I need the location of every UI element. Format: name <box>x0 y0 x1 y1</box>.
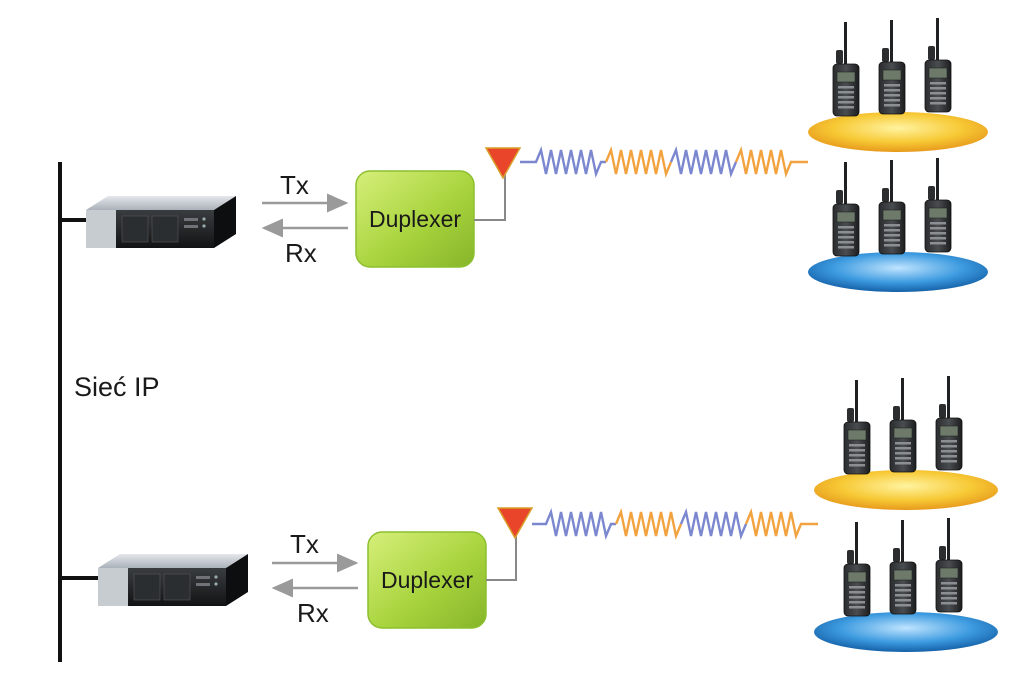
tx-label: Tx <box>290 529 319 559</box>
radio-handset-icon <box>878 19 906 115</box>
rf-wave-segment <box>734 145 808 179</box>
duplexer-label: Duplexer <box>381 567 473 593</box>
radio-handset-icon <box>878 159 906 255</box>
rf-wave-segment <box>679 507 748 541</box>
site-1 <box>85 17 988 292</box>
radio-handset-icon <box>889 377 917 473</box>
rx-label: Rx <box>285 238 317 268</box>
radio-handset-icon <box>889 519 917 615</box>
talk-group-blue <box>808 157 988 292</box>
rf-wave-segment <box>604 145 673 179</box>
radio-handset-icon <box>935 375 963 471</box>
talk-group-disc <box>814 612 998 652</box>
antenna-icon <box>484 147 522 180</box>
talk-group-disc <box>808 112 988 152</box>
radio-handset-icon <box>832 161 860 257</box>
talk-group-yellow <box>808 17 988 152</box>
radio-handset-icon <box>935 517 963 613</box>
radio-handset-icon <box>924 157 952 253</box>
antenna-feed <box>474 172 506 221</box>
radio-handset-icon <box>843 379 871 475</box>
radio-handset-icon <box>843 521 871 617</box>
radio-handset-icon <box>832 21 860 117</box>
rf-wave-segment <box>614 507 683 541</box>
talk-group-blue <box>814 517 998 652</box>
rf-wave-segment <box>669 145 738 179</box>
duplexer-label: Duplexer <box>369 206 461 232</box>
talk-group-disc <box>808 252 988 292</box>
repeater-icon <box>85 195 237 249</box>
site-2 <box>97 375 998 652</box>
repeater-icon <box>97 553 249 607</box>
antenna-feed <box>486 534 517 581</box>
radio-handset-icon <box>924 17 952 113</box>
talk-group-yellow <box>814 375 998 510</box>
rf-wave-segment <box>744 507 818 541</box>
rx-label: Rx <box>297 598 329 628</box>
talk-group-disc <box>814 470 998 510</box>
tx-label: Tx <box>280 170 309 200</box>
antenna-icon <box>496 507 534 540</box>
rf-wave-segment <box>532 507 616 541</box>
rf-wave-segment <box>520 145 606 179</box>
network-label: Sieć IP <box>74 372 160 402</box>
